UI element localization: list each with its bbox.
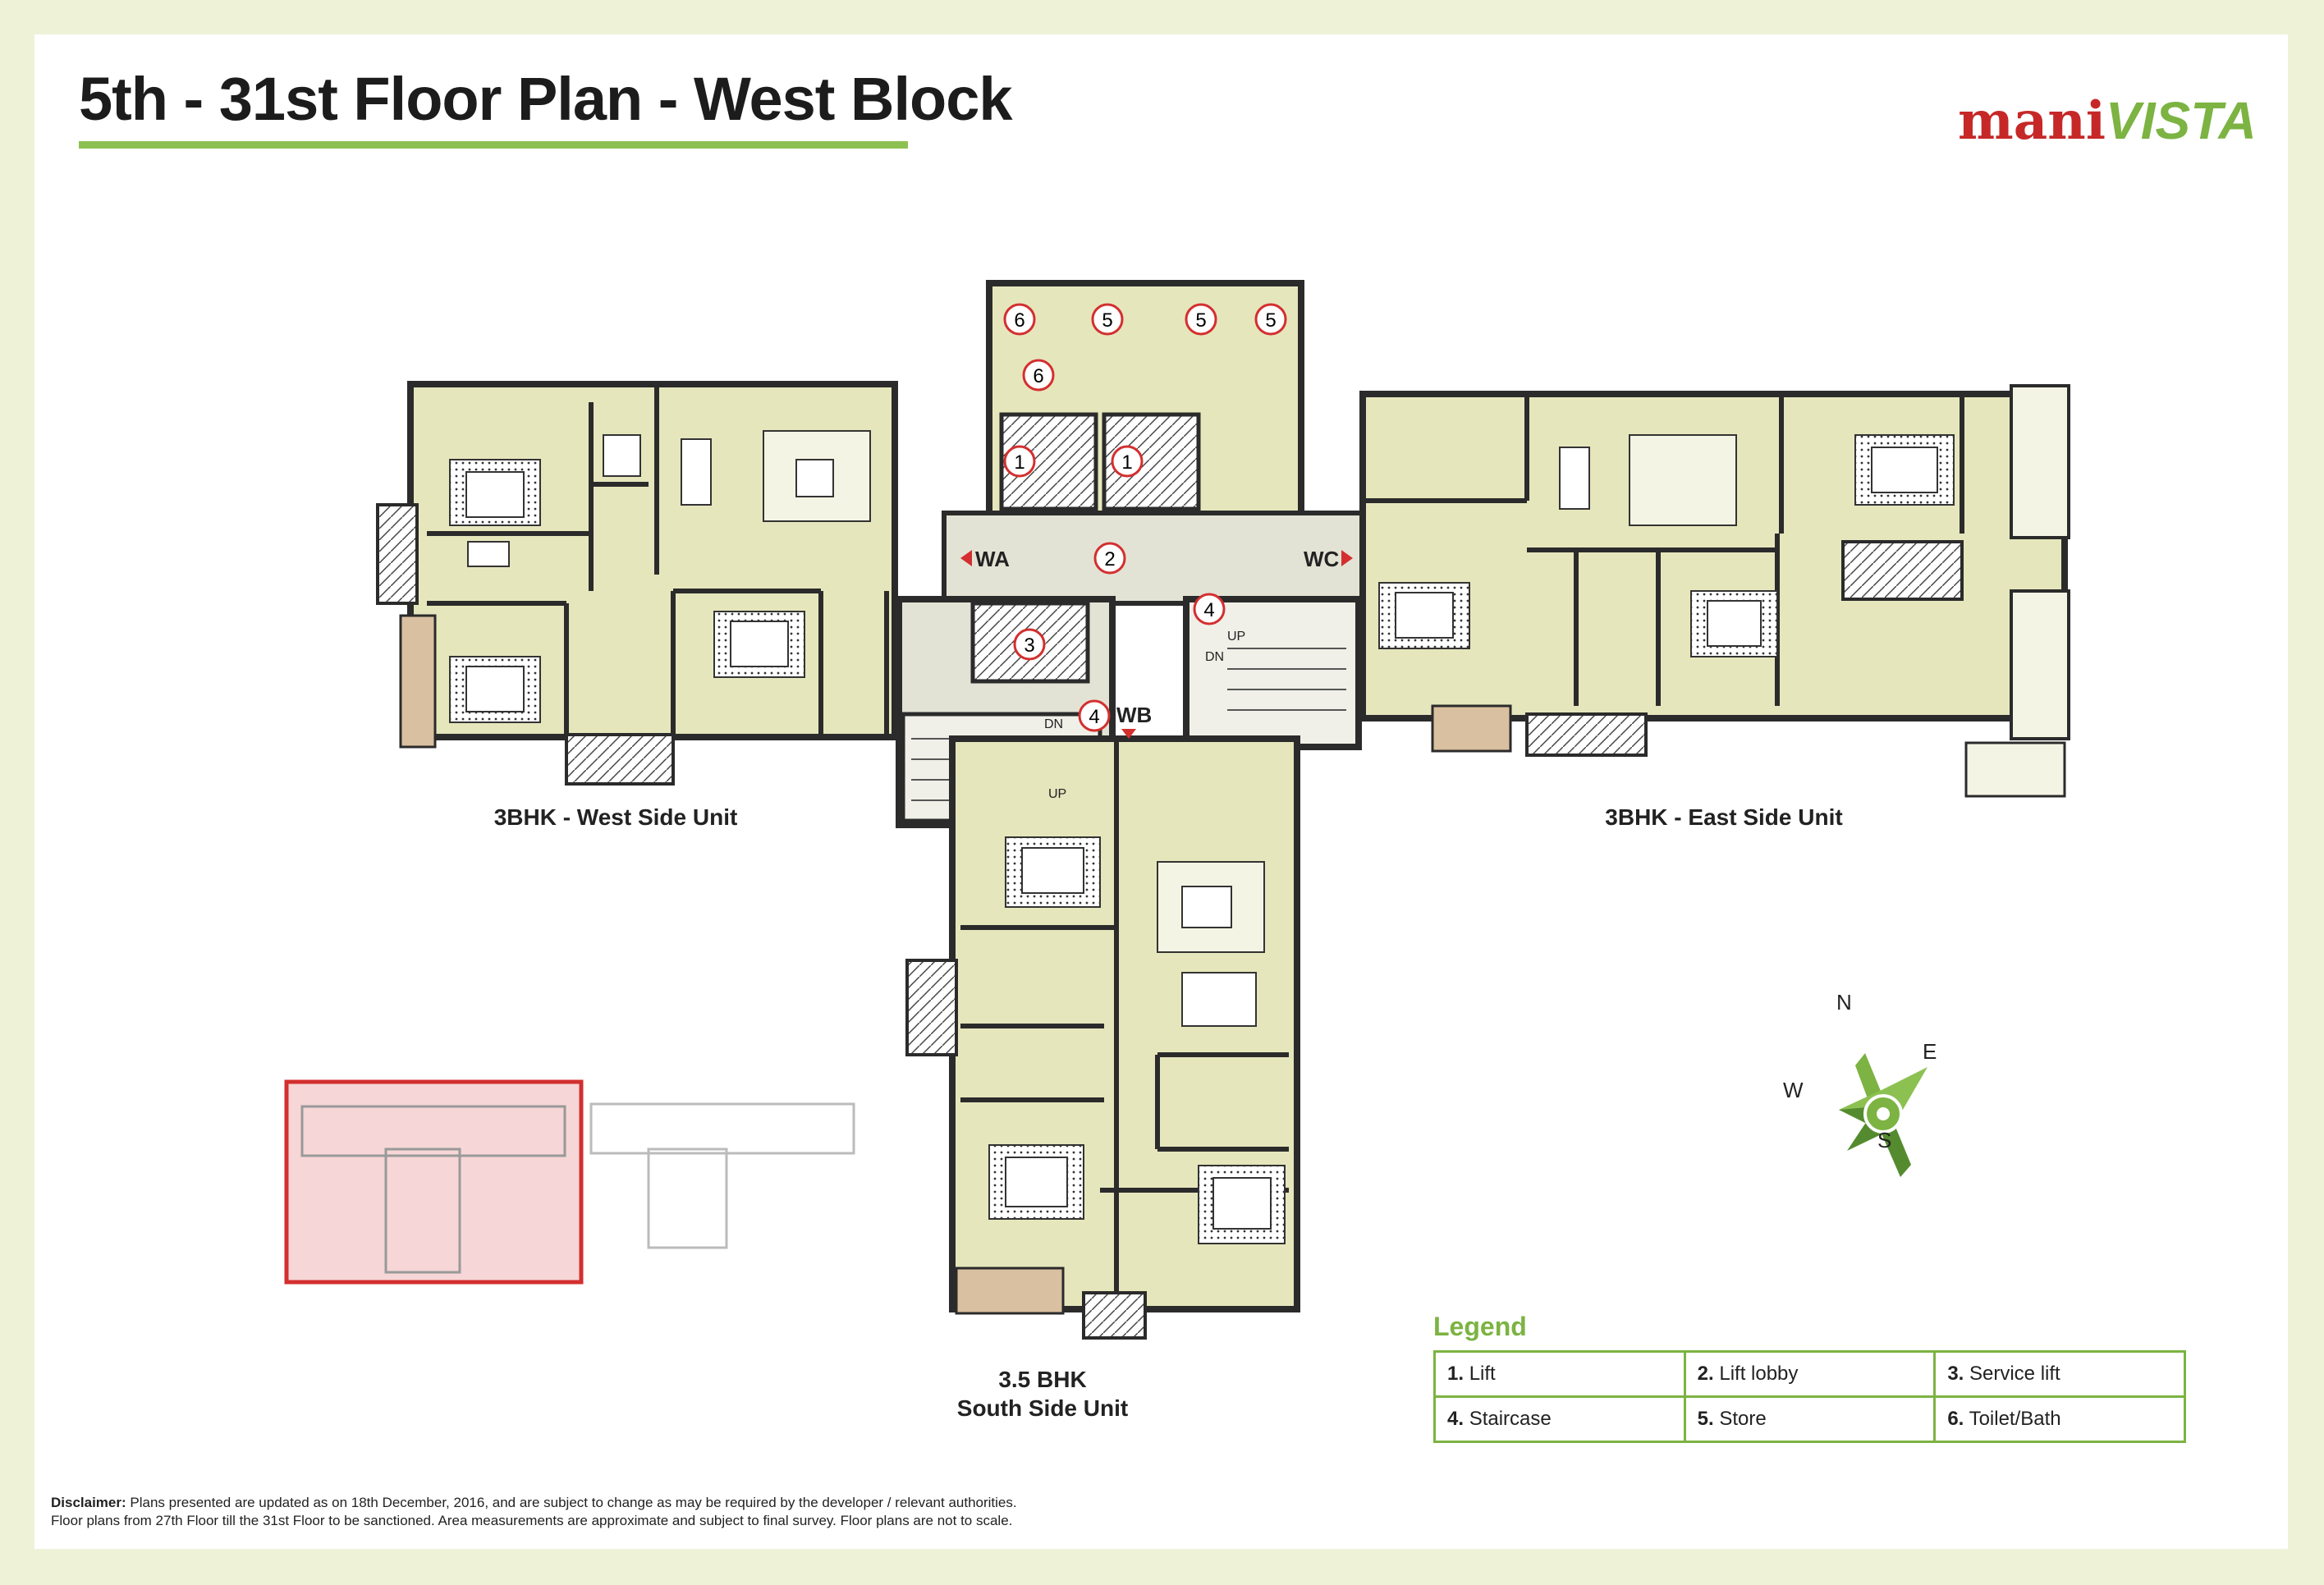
marker-staircase-1: 4 bbox=[1193, 593, 1226, 625]
marker-store-1-text: 5 bbox=[1102, 309, 1112, 332]
legend-item-service-lift: 3. Service lift bbox=[1933, 1350, 2186, 1398]
marker-service-lift: 3 bbox=[1013, 628, 1046, 661]
disclaimer-line1: Disclaimer: Plans presented are updated … bbox=[51, 1494, 1017, 1512]
legend-item-staircase-num: 4. bbox=[1447, 1408, 1465, 1430]
legend-item-staircase-label: Staircase bbox=[1469, 1408, 1552, 1430]
marker-lift-lobby-text: 2 bbox=[1104, 548, 1115, 570]
legend-item-lift-lobby: 2. Lift lobby bbox=[1683, 1350, 1937, 1398]
entry-wb-label: WB bbox=[1116, 703, 1152, 727]
marker-staircase-1-text: 4 bbox=[1203, 599, 1214, 621]
compass-rose: N E S W bbox=[1783, 990, 1937, 1177]
disclaimer-line1-text: Plans presented are updated as on 18th D… bbox=[130, 1495, 1017, 1510]
marker-toilet-2: 6 bbox=[1022, 359, 1055, 392]
south-unit bbox=[905, 735, 1300, 1340]
marker-toilet-1: 6 bbox=[1003, 303, 1036, 336]
legend-item-toilet: 6. Toilet/Bath bbox=[1933, 1395, 2186, 1443]
disclaimer-label: Disclaimer: bbox=[51, 1495, 126, 1510]
page-title: 5th - 31st Floor Plan - West Block bbox=[79, 65, 1013, 133]
marker-store-2-text: 5 bbox=[1195, 309, 1206, 332]
west-unit bbox=[376, 381, 898, 786]
logo-vista: VISTA bbox=[2106, 91, 2257, 150]
south-unit-label-line1: 3.5 BHK bbox=[998, 1367, 1087, 1392]
east-unit bbox=[1359, 384, 2070, 798]
logo-mani: mani bbox=[1958, 90, 2106, 152]
compass-s-label: S bbox=[1877, 1128, 1891, 1152]
entry-wc-label: WC bbox=[1304, 547, 1340, 571]
legend-item-store-label: Store bbox=[1719, 1408, 1767, 1430]
marker-store-2: 5 bbox=[1185, 303, 1217, 336]
legend-item-lift-num: 1. bbox=[1447, 1363, 1465, 1385]
marker-lift-1: 1 bbox=[1003, 445, 1036, 478]
legend-item-service-lift-label: Service lift bbox=[1969, 1363, 2060, 1385]
compass-n-label: N bbox=[1836, 990, 1852, 1015]
legend-item-lift-label: Lift bbox=[1469, 1363, 1496, 1385]
title-underline bbox=[79, 141, 908, 149]
stair-up-label-1: UP bbox=[1048, 787, 1066, 801]
legend-item-lift-lobby-num: 2. bbox=[1697, 1363, 1714, 1385]
marker-toilet-1-text: 6 bbox=[1014, 309, 1024, 332]
compass-e-label: E bbox=[1923, 1039, 1937, 1064]
legend-table: 1. Lift 2. Lift lobby 3. Service lift 4.… bbox=[1433, 1350, 2186, 1443]
legend-item-lift: 1. Lift bbox=[1433, 1350, 1686, 1398]
marker-store-3: 5 bbox=[1254, 303, 1287, 336]
entry-wa-label: WA bbox=[975, 547, 1010, 571]
entry-wb-arrow bbox=[1121, 729, 1136, 739]
marker-store-3-text: 5 bbox=[1265, 309, 1276, 332]
marker-store-1: 5 bbox=[1091, 303, 1124, 336]
south-unit-label-line2: South Side Unit bbox=[956, 1395, 1129, 1421]
brand-logo: maniVISTA bbox=[1958, 90, 2257, 152]
marker-toilet-2-text: 6 bbox=[1033, 365, 1043, 387]
legend-item-staircase: 4. Staircase bbox=[1433, 1395, 1686, 1443]
east-unit-label: 3BHK - East Side Unit bbox=[1605, 804, 1843, 830]
stair-dn-label-1: DN bbox=[1044, 717, 1063, 731]
legend-item-store-num: 5. bbox=[1697, 1408, 1714, 1430]
legend-item-store: 5. Store bbox=[1683, 1395, 1937, 1443]
marker-lift-1-text: 1 bbox=[1014, 451, 1024, 474]
legend-item-toilet-label: Toilet/Bath bbox=[1969, 1408, 2061, 1430]
legend-item-toilet-num: 6. bbox=[1947, 1408, 1964, 1430]
marker-lift-2: 1 bbox=[1111, 445, 1144, 478]
entry-wa-arrow bbox=[960, 550, 972, 566]
legend-item-service-lift-num: 3. bbox=[1947, 1363, 1964, 1385]
marker-staircase-2: 4 bbox=[1078, 699, 1111, 732]
west-unit-label: 3BHK - West Side Unit bbox=[493, 804, 738, 830]
stair-up-label-2: UP bbox=[1227, 630, 1245, 644]
marker-lift-2-text: 1 bbox=[1121, 451, 1132, 474]
legend-title: Legend bbox=[1433, 1312, 1527, 1341]
legend-item-lift-lobby-label: Lift lobby bbox=[1719, 1363, 1799, 1385]
marker-service-lift-text: 3 bbox=[1024, 634, 1034, 657]
marker-lift-lobby: 2 bbox=[1093, 542, 1126, 575]
key-plan bbox=[284, 1079, 855, 1285]
compass-w-label: W bbox=[1783, 1078, 1804, 1102]
entry-wc-arrow bbox=[1341, 550, 1353, 566]
disclaimer: Disclaimer: Plans presented are updated … bbox=[51, 1494, 1017, 1530]
marker-staircase-2-text: 4 bbox=[1089, 706, 1099, 728]
stair-dn-label-2: DN bbox=[1205, 650, 1224, 664]
disclaimer-line2: Floor plans from 27th Floor till the 31s… bbox=[51, 1513, 1013, 1528]
